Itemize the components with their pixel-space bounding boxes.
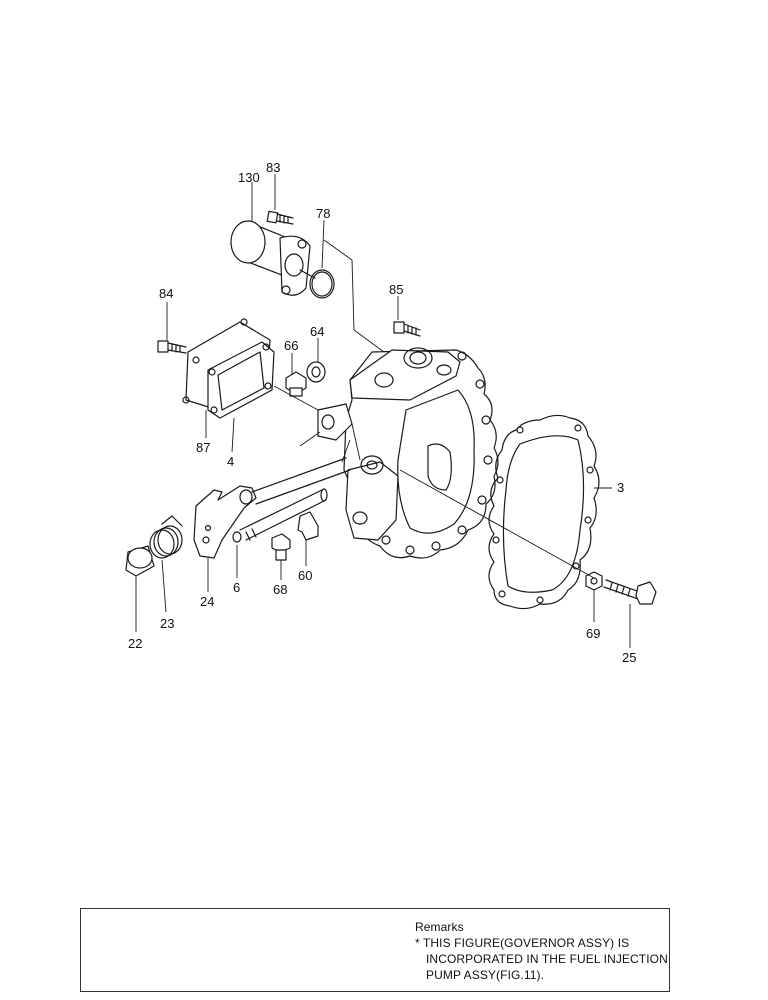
callout-64: 64 [310,324,324,339]
callout-6: 6 [233,580,240,595]
callout-78: 78 [316,206,330,221]
washer-64 [306,361,326,383]
spring-23 [149,515,183,559]
o-ring-78 [309,269,335,299]
bolt-83 [266,210,294,225]
nut-69 [585,571,603,591]
callout-4: 4 [227,454,234,469]
remarks-line-1: * THIS FIGURE(GOVERNOR ASSY) IS [415,936,630,950]
bolt-85 [393,321,421,337]
remarks-line-2: INCORPORATED IN THE FUEL INJECTION [426,952,668,966]
remarks-heading: Remarks [415,920,464,934]
gasket-3 [488,414,600,610]
plug-66 [285,371,307,397]
remarks-line-3: PUMP ASSY(FIG.11). [426,968,545,982]
callout-69: 69 [586,626,600,641]
gasket-4 [207,341,275,419]
callout-labels: 130 83 78 84 85 64 66 87 4 3 24 6 68 60 … [128,160,636,665]
bracket-60 [297,511,319,541]
leader-lines [135,174,631,648]
solenoid-130 [230,220,316,296]
bolt-84 [157,340,187,354]
shaft [239,457,351,541]
callout-25: 25 [622,650,636,665]
callout-23: 23 [160,616,174,631]
callout-22: 22 [128,636,142,651]
governor-assembly-exploded-diagram: 130 83 78 84 85 64 66 87 4 3 24 6 68 60 … [125,160,657,665]
remarks-text: Remarks * THIS FIGURE(GOVERNOR ASSY) IS … [415,919,668,983]
callout-83: 83 [266,160,280,175]
lever-24 [193,485,257,559]
remarks-box: Remarks * THIS FIGURE(GOVERNOR ASSY) IS … [80,908,670,992]
callout-66: 66 [284,338,298,353]
callout-85: 85 [389,282,403,297]
callout-84: 84 [159,286,173,301]
governor-housing [317,347,499,559]
callout-60: 60 [298,568,312,583]
ring-6 [232,531,242,543]
callout-24: 24 [200,594,214,609]
plug-22 [125,545,155,577]
callout-3: 3 [617,480,624,495]
bolt-25 [603,579,657,605]
callout-87: 87 [196,440,210,455]
callout-130: 130 [238,170,260,185]
bolt-68 [271,533,291,561]
callout-68: 68 [273,582,287,597]
